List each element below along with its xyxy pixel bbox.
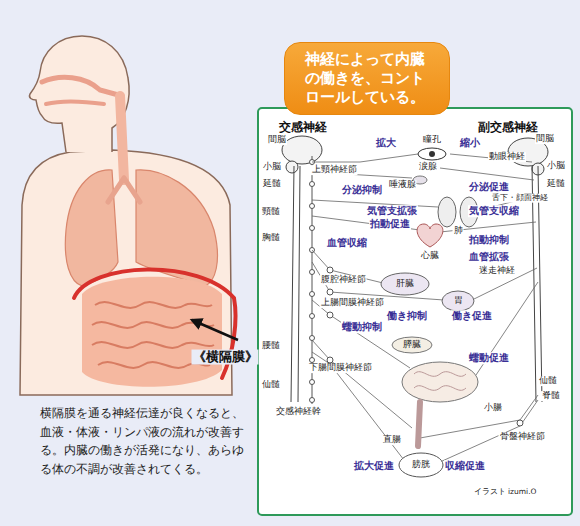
label: 胸髄 xyxy=(261,233,281,243)
label: 延髄 xyxy=(262,179,282,189)
ganglion xyxy=(310,292,315,297)
label: 血管拡張 xyxy=(468,251,510,263)
label: 頸髄 xyxy=(261,207,281,217)
label: 仙髄 xyxy=(261,380,281,390)
label: 骨盤神経節 xyxy=(499,432,546,442)
label: 蠕動抑制 xyxy=(341,321,383,333)
pancreas xyxy=(392,337,432,353)
panel-frame xyxy=(258,108,572,515)
ganglion xyxy=(327,289,333,295)
label: 膀胱 xyxy=(411,460,431,470)
label: 間脳 xyxy=(535,134,555,144)
caption: 横隔膜を通る神経伝達が良くなると、血液・体液・リンパ液の流れが改善する。内臓の働… xyxy=(40,404,247,478)
label: 蠕動促進 xyxy=(468,352,510,364)
label: 気管支拡張 xyxy=(366,205,418,217)
ganglion xyxy=(310,314,315,319)
ganglion xyxy=(310,270,315,275)
label: 直腸 xyxy=(382,435,402,445)
eye xyxy=(418,148,446,160)
liver xyxy=(381,273,429,295)
plexus-ganglia xyxy=(327,267,523,426)
cerebellum xyxy=(286,161,298,173)
head xyxy=(29,36,129,152)
label: 延髄 xyxy=(546,179,566,189)
label: 《横隔膜》 xyxy=(192,350,259,365)
label: 肝臓 xyxy=(395,279,415,289)
nasal-cavity xyxy=(42,77,122,96)
bronchi xyxy=(108,178,140,202)
label: 小脳 xyxy=(262,162,282,172)
label: 交感神経幹 xyxy=(275,407,322,417)
ganglion xyxy=(310,204,315,209)
label: 収縮促進 xyxy=(444,460,486,472)
label: 間脳 xyxy=(267,135,287,145)
label: 腰髄 xyxy=(261,341,281,351)
stomach xyxy=(442,291,474,311)
label: 上頸神経節 xyxy=(311,165,358,175)
label: 分泌促進 xyxy=(468,181,510,193)
bubble-text: 神経によって内臓の働きを、コントロールしている。 xyxy=(305,50,430,106)
label: 縮小 xyxy=(459,137,481,149)
bladder xyxy=(399,453,443,477)
heart xyxy=(417,224,443,247)
label: 舌下・顔面神経 xyxy=(491,194,549,203)
ganglion xyxy=(310,358,315,363)
label: 働き促進 xyxy=(451,310,493,322)
label: 上腸間膜神経節 xyxy=(320,298,385,308)
intestine xyxy=(402,362,478,402)
label: 仙髄 xyxy=(538,376,558,386)
ganglion xyxy=(310,398,315,403)
label: 腹腔神経節 xyxy=(320,275,367,285)
intestines xyxy=(82,277,222,387)
label: 心臓 xyxy=(420,251,440,261)
label: 拍動抑制 xyxy=(468,234,510,246)
rectum xyxy=(418,402,420,446)
label: 血管収縮 xyxy=(326,237,368,249)
brain xyxy=(282,136,322,164)
label: 小脳 xyxy=(546,161,566,171)
label: 瞳孔 xyxy=(422,135,442,145)
ganglion xyxy=(327,312,333,318)
label: 脊髄 xyxy=(541,391,561,401)
label: 拍動促進 xyxy=(369,218,411,230)
lung xyxy=(65,170,118,286)
label: 拡大 xyxy=(375,137,397,149)
spinal-cord xyxy=(291,166,300,402)
ganglion xyxy=(310,226,315,231)
lung xyxy=(438,197,456,227)
label: 胃 xyxy=(453,296,464,306)
label: 膵臓 xyxy=(402,340,422,350)
label: 分泌抑制 xyxy=(341,184,383,196)
pointer-arrow xyxy=(192,320,238,340)
ganglion xyxy=(310,380,315,385)
label: 副交感神経 xyxy=(477,121,539,134)
label: 交感神経 xyxy=(278,121,328,134)
ganglion xyxy=(310,182,315,187)
label: 迷走神経 xyxy=(478,266,516,276)
label: 気管支収縮 xyxy=(468,205,520,217)
ganglion xyxy=(310,336,315,341)
intestine-coils xyxy=(414,372,466,391)
pupil xyxy=(429,151,435,157)
sympathetic-nerves xyxy=(312,154,444,460)
label: 涙腺 xyxy=(418,162,438,172)
label: 働き抑制 xyxy=(386,310,428,322)
label: 動眼神経 xyxy=(488,152,526,162)
ganglion xyxy=(517,420,523,426)
trachea xyxy=(120,96,124,180)
ganglion xyxy=(327,267,333,273)
mouth xyxy=(46,101,104,104)
label: イラスト izumi.O xyxy=(473,488,538,497)
heading-bubble: 神経によって内臓の働きを、コントロールしている。 xyxy=(284,42,450,115)
label: 唾液腺 xyxy=(388,180,417,190)
label: 小腸 xyxy=(483,403,503,413)
label: 拡大促進 xyxy=(353,460,395,472)
label: 下腸間膜神経節 xyxy=(308,363,373,373)
label: 肺 xyxy=(453,226,464,236)
ganglion xyxy=(327,357,333,363)
